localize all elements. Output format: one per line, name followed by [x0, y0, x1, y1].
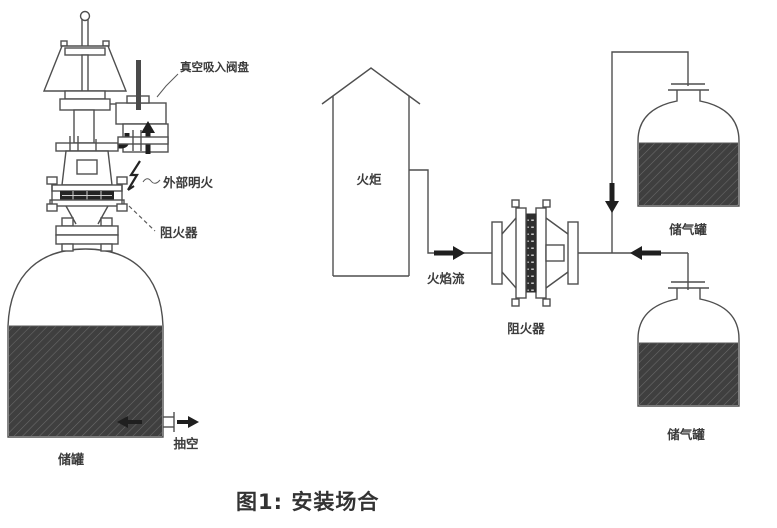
evacuate-arrow-icon	[177, 416, 199, 428]
flow-arrow-down-icon	[605, 183, 619, 213]
gas-holder-top-label: 储气罐	[668, 222, 707, 237]
flame-flow-label: 火焰流	[427, 271, 465, 286]
vacuum-valve-label: 真空吸入阀盘	[180, 60, 249, 74]
flame-arrester-left	[46, 150, 128, 252]
flare-label: 火炬	[356, 172, 382, 187]
gas-holder-bottom: 储气罐	[637, 287, 740, 442]
flame-flow-arrow-icon	[434, 246, 465, 260]
vacuum-valve-assembly	[108, 60, 169, 154]
arrester-right-label: 阻火器	[507, 321, 545, 336]
vacuum-valve-stem	[136, 60, 141, 110]
arrester-element	[526, 213, 537, 293]
flare-outlet-pipe: 火焰流	[409, 169, 492, 286]
vacuum-valve-callout: 真空吸入阀盘	[156, 60, 249, 98]
flare-stack: 火炬	[321, 67, 421, 277]
storage-tank-label: 储罐	[57, 452, 84, 468]
gas-holder-bottom-label: 储气罐	[666, 427, 705, 442]
tank-liquid	[639, 343, 738, 405]
suction-arrow-icon	[117, 416, 142, 428]
external-flame-callout: 外部明火	[127, 160, 214, 191]
flame-arrester-right: 阻火器	[491, 199, 579, 336]
storage-tank	[7, 248, 199, 438]
gas-holder-top: 储气罐	[637, 89, 740, 237]
flow-arrow-left-icon	[630, 246, 661, 260]
figure-caption: 图1: 安装场合	[236, 490, 379, 514]
evacuate-label: 抽空	[173, 436, 198, 451]
arrester-left-callout: 阻火器	[128, 205, 198, 240]
external-flame-label: 外部明火	[162, 175, 214, 190]
gas-holder-piping	[605, 51, 705, 290]
lightning-icon	[127, 160, 141, 191]
breather-valve-assembly	[42, 10, 128, 144]
arrester-left-label: 阻火器	[160, 225, 198, 240]
tank-liquid	[639, 143, 738, 205]
tank-liquid	[9, 326, 162, 436]
